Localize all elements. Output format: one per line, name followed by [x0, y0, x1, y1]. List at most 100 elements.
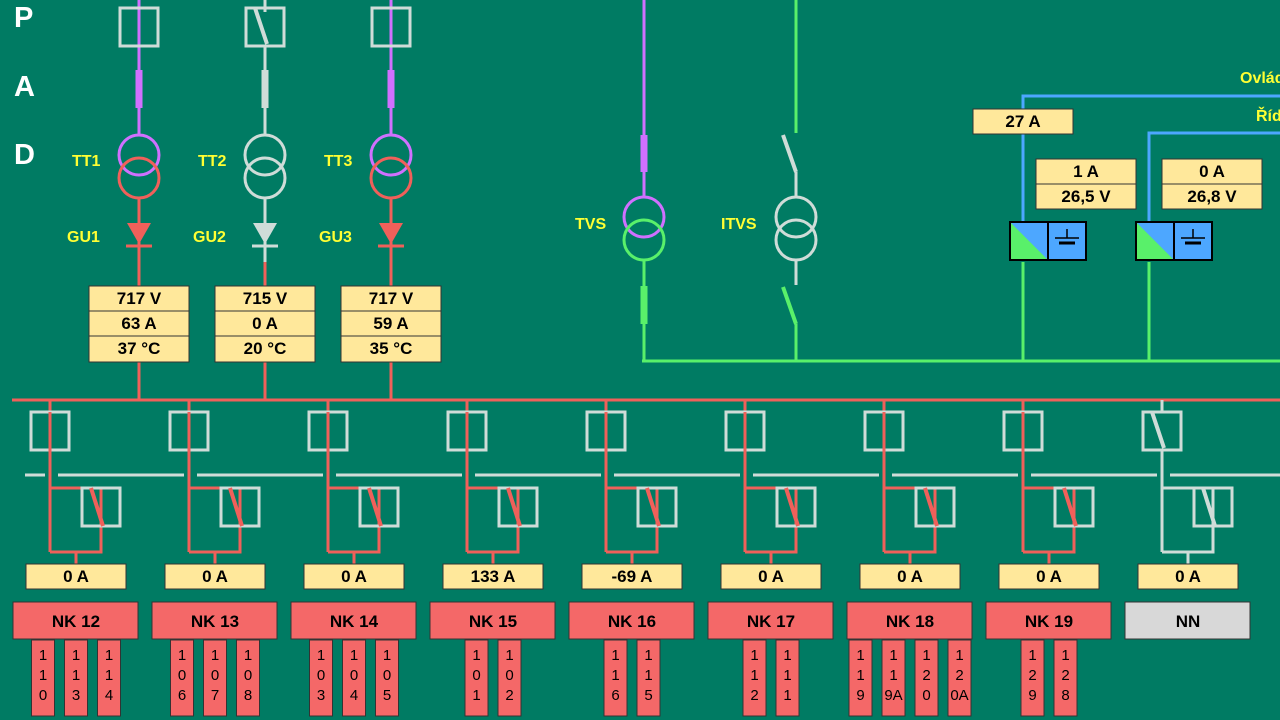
- feeder-current-value: 0 A: [202, 567, 228, 586]
- disconnector-open-tt2[interactable]: [253, 7, 269, 45]
- charger-voltage-value: 26,8 V: [1187, 187, 1237, 206]
- rectifier-label: GU2: [193, 229, 226, 246]
- feeder-name-box[interactable]: NK 17: [707, 601, 834, 640]
- feeder-current: 0 A: [720, 563, 822, 590]
- charger-1-values: 1 A 26,5 V: [1035, 158, 1137, 210]
- side-letter-p: P: [14, 2, 33, 34]
- voltage-value: 717 V: [369, 289, 414, 308]
- feeder-name-box[interactable]: NN: [1124, 601, 1251, 640]
- switch-open-itvs-upper[interactable]: [781, 134, 798, 173]
- transformer-tt3[interactable]: TT3 GU3 717 V 59 A 35 °C: [319, 0, 442, 400]
- charger-2-icon[interactable]: [1135, 221, 1213, 261]
- feeder-name-box[interactable]: NK 12: [12, 601, 139, 640]
- feeder-name: NK 19: [1025, 612, 1073, 631]
- transformer-values: 717 V 63 A 37 °C: [88, 285, 190, 363]
- transformer-label: TT1: [72, 153, 101, 170]
- feeder-name: NK 13: [191, 612, 239, 631]
- transformer-label: TT3: [324, 153, 353, 170]
- bypass-blade: [1062, 487, 1078, 527]
- bypass-blade: [228, 487, 244, 527]
- feeder-name-box[interactable]: NK 18: [846, 601, 973, 640]
- feeder-current-value: -69 A: [612, 567, 653, 586]
- bypass-blade: [506, 487, 522, 527]
- feeder-current: -69 A: [581, 563, 683, 590]
- feeder-current-value: 0 A: [897, 567, 923, 586]
- charger-current-value: 0 A: [1199, 162, 1225, 181]
- transformer-tt1[interactable]: TT1 GU1 717 V 63 A 37 °C: [67, 0, 190, 400]
- tvs-label: TVS: [575, 216, 606, 233]
- temperature-value: 35 °C: [370, 339, 413, 358]
- switch-open-itvs-lower[interactable]: [781, 286, 798, 325]
- transformer-tt2[interactable]: TT2 GU2 715 V 0 A 20 °C: [193, 0, 316, 400]
- feeder-current-value: 0 A: [63, 567, 89, 586]
- feeder-name-box[interactable]: NK 13: [151, 601, 278, 640]
- feeder-name-box[interactable]: NK 16: [568, 601, 695, 640]
- side-letter-d: D: [14, 139, 35, 171]
- charger-current-value: 1 A: [1073, 162, 1099, 181]
- charger-1-icon[interactable]: [1009, 221, 1087, 261]
- feeder-current-value: 0 A: [1175, 567, 1201, 586]
- feeder-current: 0 A: [998, 563, 1100, 590]
- feeder-nn[interactable]: 0 A NN: [1124, 400, 1251, 640]
- rectifier-diode-icon: [379, 223, 403, 244]
- feeder-current-value: 0 A: [1036, 567, 1062, 586]
- rectifier-label: GU1: [67, 229, 100, 246]
- feeder-name-box[interactable]: NK 14: [290, 601, 417, 640]
- rectifier-diode-icon: [253, 223, 277, 244]
- feeder-current-value: 0 A: [758, 567, 784, 586]
- disconnector-tt3[interactable]: [370, 6, 412, 48]
- rectifier-label: GU3: [319, 229, 352, 246]
- feeder-name-box[interactable]: NK 15: [429, 601, 556, 640]
- current-value: 59 A: [373, 314, 408, 333]
- temperature-value: 20 °C: [244, 339, 287, 358]
- charger-voltage-value: 26,5 V: [1061, 187, 1111, 206]
- feeder-name: NK 18: [886, 612, 934, 631]
- transformer-tvs[interactable]: TVS: [575, 0, 666, 361]
- side-letter-a: A: [14, 71, 35, 103]
- disconnector-tt1[interactable]: [118, 6, 160, 48]
- feeder-name-box[interactable]: NK 19: [985, 601, 1112, 640]
- current-value: 0 A: [252, 314, 278, 333]
- transformer-itvs[interactable]: ITVS: [721, 0, 818, 361]
